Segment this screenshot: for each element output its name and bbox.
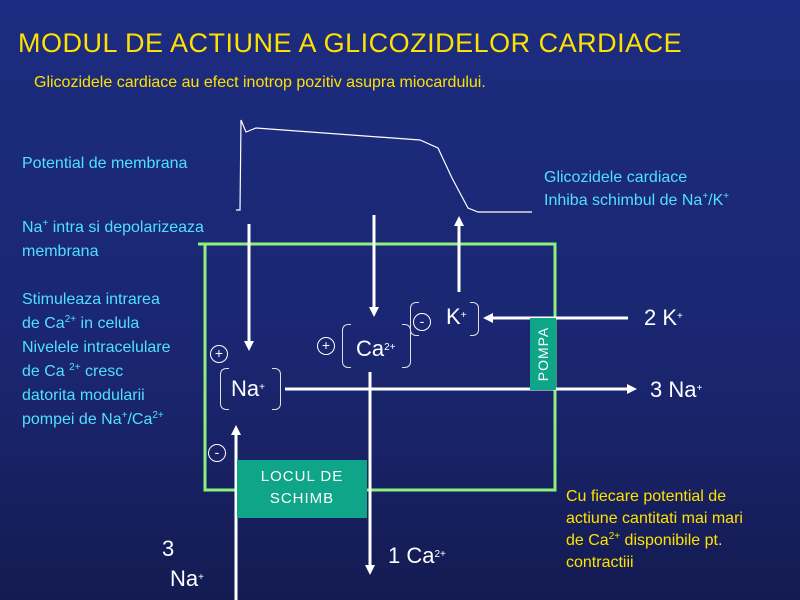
na-entry-text: Na+ intra si depolarizeaza membrana <box>22 218 204 261</box>
minus-sign-exchanger: - <box>208 444 226 462</box>
subtitle: Glicozidele cardiace au efect inotrop po… <box>34 74 486 91</box>
plus-sign-na: + <box>210 345 228 363</box>
na-inside-label: Na+ <box>231 376 265 401</box>
glycoside-inhibition-text: Glicozidele cardiace Inhiba schimbul de … <box>544 169 730 209</box>
cell-membrane-outline <box>198 242 557 492</box>
k-outside-label: 2 K+ <box>644 305 683 330</box>
ca-outside-label: 1 Ca2+ <box>388 543 446 568</box>
k-bracket-right <box>470 302 479 336</box>
pompa-label: POMPA <box>535 326 551 382</box>
calcium-stimulation-text: Stimuleaza intrarea de Ca2+ in celula Ni… <box>22 291 171 428</box>
na-bottom-count: 3 <box>162 536 175 561</box>
ca-bracket-right <box>402 324 411 368</box>
minus-sign-k: - <box>413 313 431 331</box>
na-bracket-left <box>220 368 229 410</box>
page-title: MODUL DE ACTIUNE A GLICOZIDELOR CARDIACE <box>18 28 683 58</box>
calcium-availability-text: Cu fiecare potential de actiune cantitat… <box>566 488 743 571</box>
k-inside-label: K+ <box>446 304 467 329</box>
na-bottom-label: Na+ <box>170 566 204 591</box>
membrane-potential-curve <box>236 119 532 213</box>
membrane-potential-label: Potential de membrana <box>22 155 188 172</box>
na-bracket-right <box>272 368 281 410</box>
ca-bracket-left <box>342 324 351 368</box>
ca-inside-label: Ca2+ <box>356 336 396 361</box>
plus-sign-ca: + <box>317 337 335 355</box>
na-outside-label: 3 Na+ <box>650 377 703 402</box>
exchange-site-box: LOCUL DE SCHIMB <box>237 460 367 518</box>
pompa-box: POMPA <box>530 318 556 390</box>
k-bracket-left <box>410 302 419 336</box>
